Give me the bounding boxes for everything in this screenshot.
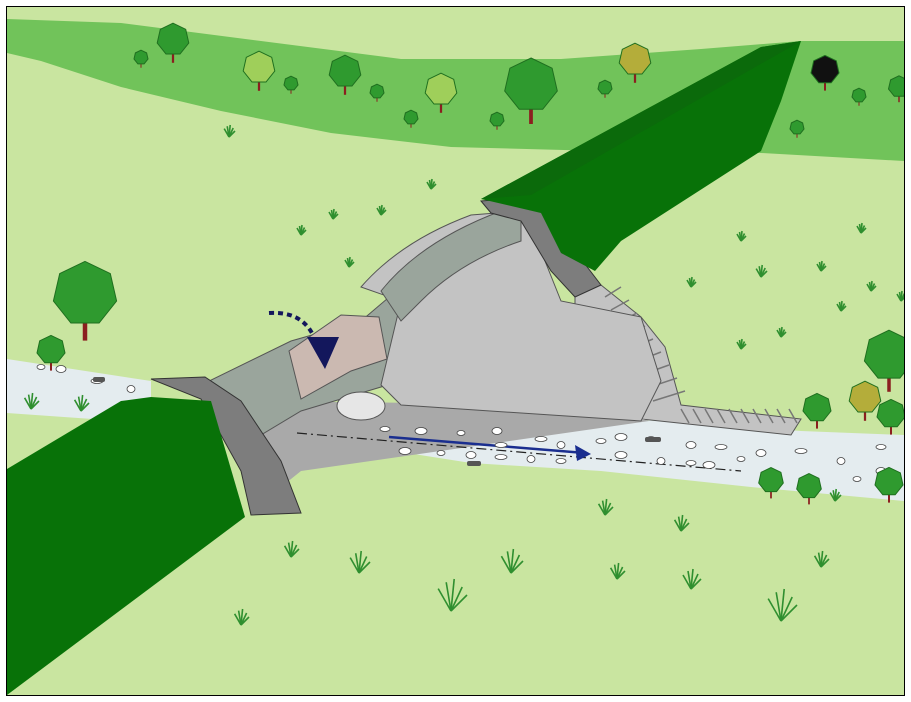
stone — [466, 452, 476, 459]
stone — [795, 449, 807, 454]
pipe-mouth — [337, 392, 385, 420]
stone — [56, 366, 66, 373]
stone — [756, 450, 766, 457]
stone — [615, 434, 627, 441]
stone — [596, 439, 606, 444]
stone — [457, 431, 465, 436]
stone — [686, 442, 696, 449]
stone — [703, 462, 715, 469]
stone — [715, 445, 727, 450]
stone — [686, 461, 696, 466]
stone — [657, 458, 665, 465]
stone — [492, 428, 502, 435]
stone — [399, 448, 411, 455]
stone — [127, 386, 135, 393]
stone — [495, 443, 507, 448]
stone — [37, 365, 45, 370]
stone — [853, 477, 861, 482]
stone — [380, 427, 390, 432]
stone — [437, 451, 445, 456]
stone — [93, 377, 105, 382]
culvert-diagram — [7, 7, 904, 695]
stone — [527, 456, 535, 463]
stone — [737, 457, 745, 462]
stone — [535, 437, 547, 442]
stone — [467, 461, 481, 466]
diagram-frame — [6, 6, 905, 696]
stone — [495, 455, 507, 460]
stone — [557, 442, 565, 449]
stone — [876, 445, 886, 450]
stone — [615, 452, 627, 459]
stone — [837, 458, 845, 465]
stone — [556, 459, 566, 464]
stone — [415, 428, 427, 435]
stone — [645, 437, 661, 442]
